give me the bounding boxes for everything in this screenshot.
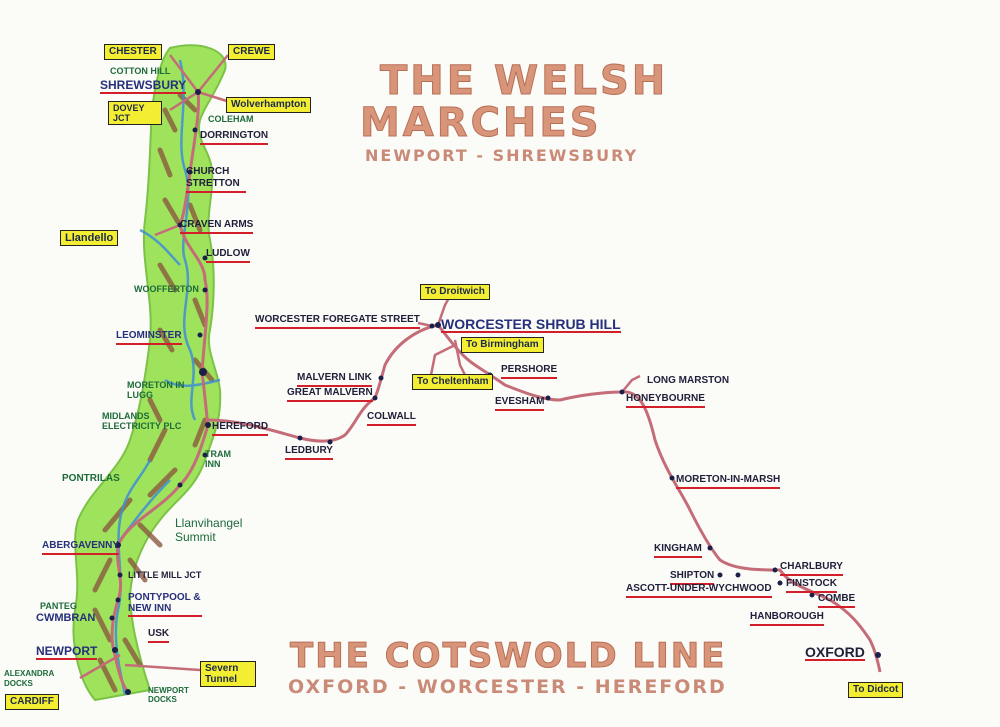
station-craven-arms: CRAVEN ARMS — [180, 219, 254, 234]
destination-box-llandeilo: Llandello — [60, 230, 119, 246]
cotswold-line — [207, 323, 882, 673]
station-abergavenny: ABERGAVENNY — [42, 540, 120, 555]
cotswold-subtitle: OXFORD - WORCESTER - HEREFORD — [288, 676, 727, 698]
station-ascott-under-wychwood: ASCOTT-UNDER-WYCHWOOD — [626, 583, 772, 598]
station-ludlow: LUDLOW — [206, 248, 250, 263]
station-worcester-foregate-street: WORCESTER FOREGATE STREET — [255, 314, 420, 329]
station-shrewsbury: SHREWSBURY — [100, 78, 187, 94]
station-oxford: OXFORD — [805, 644, 865, 661]
station-cwmbran: CWMBRAN — [36, 612, 96, 624]
station-moreton-in-marsh: MORETON-IN-MARSH — [676, 474, 781, 489]
station-moreton-in-lugg: MORETON IN LUGG — [127, 380, 185, 400]
station-alexandra-docks: ALEXANDRA DOCKS — [4, 669, 54, 688]
station-newport-docks: NEWPORT DOCKS — [148, 686, 189, 704]
station-tram-inn: TRAM INN — [205, 449, 231, 469]
station-newport: NEWPORT — [36, 644, 98, 660]
station-charlbury: CHARLBURY — [780, 561, 843, 576]
station-evesham: EVESHAM — [495, 396, 545, 411]
destination-box-wolverhampton: Wolverhampton — [226, 97, 312, 113]
station-dorrington: DORRINGTON — [200, 130, 269, 145]
station-woofferton: WOOFFERTON — [134, 284, 199, 294]
station-long-marston: LONG MARSTON — [647, 375, 730, 386]
station-panteg: PANTEG — [40, 601, 77, 611]
destination-box-didcot: To Didcot — [848, 682, 904, 698]
station-shipton: SHIPTON — [670, 570, 715, 585]
station-great-malvern: GREAT MALVERN — [287, 387, 373, 402]
shrewsbury-branches — [79, 54, 231, 680]
station-worcester-shrub-hill: WORCESTER SHRUB HILL — [441, 316, 621, 333]
station-combe: COMBE — [818, 593, 856, 608]
station-hanborough: HANBOROUGH — [750, 611, 824, 626]
destination-box-cheltenham: To Cheltenham — [412, 374, 494, 390]
rivers — [114, 59, 221, 696]
destination-box-chester: CHESTER — [104, 44, 162, 60]
station-church-stretton: CHURCH STRETTON — [186, 166, 246, 193]
station-midlands-electricity: MIDLANDS ELECTRICITY PLC — [102, 411, 182, 431]
destination-box-severn: Severn Tunnel — [200, 661, 256, 687]
station-little-mill-jct: LITTLE MILL JCT — [128, 570, 202, 580]
destination-box-dovey: DOVEY JCT — [108, 101, 162, 125]
station-kingham: KINGHAM — [654, 543, 702, 558]
station-honeybourne: HONEYBOURNE — [626, 393, 705, 408]
station-leominster: LEOMINSTER — [116, 330, 182, 345]
station-hereford: HEREFORD — [212, 421, 269, 436]
destination-box-birmingham: To Birmingham — [461, 337, 544, 353]
station-pershore: PERSHORE — [501, 364, 558, 379]
station-ledbury: LEDBURY — [285, 445, 333, 460]
station-cotton-hill: COTTON HILL — [110, 66, 171, 76]
station-usk: USK — [148, 628, 170, 643]
destination-box-cardiff: CARDIFF — [5, 694, 59, 710]
destination-box-crewe: CREWE — [228, 44, 276, 60]
cotswold-title: THE COTSWOLD LINE — [289, 636, 727, 677]
station-colwall: COLWALL — [367, 411, 416, 426]
station-coleham: COLEHAM — [208, 114, 254, 124]
welsh-subtitle: NEWPORT - SHREWSBURY — [365, 146, 639, 165]
destination-box-droitwich: To Droitwich — [420, 284, 490, 300]
station-malvern-link: MALVERN LINK — [297, 372, 372, 387]
station-dots — [109, 89, 881, 695]
welsh-title-line2: MARCHES — [360, 100, 602, 147]
station-pontrilas: PONTRILAS — [62, 473, 120, 484]
llanvihangel-summit-label: Llanvihangel Summit — [175, 516, 243, 544]
station-finstock: FINSTOCK — [786, 578, 837, 593]
station-pontypool: PONTYPOOL & NEW INN — [128, 592, 202, 617]
welsh-title-line1: THE WELSH — [379, 58, 669, 105]
